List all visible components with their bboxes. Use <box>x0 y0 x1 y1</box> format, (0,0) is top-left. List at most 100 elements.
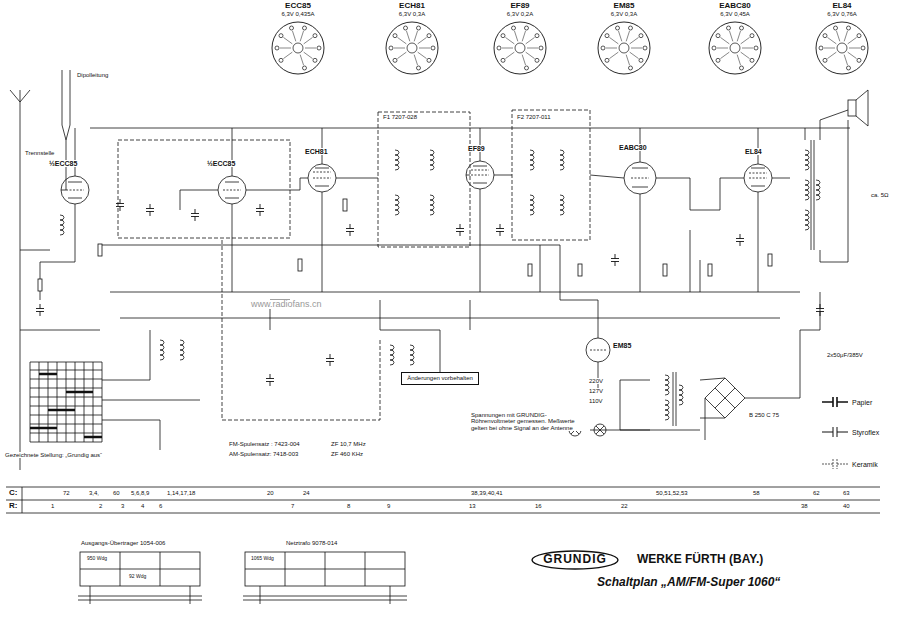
tube-pin <box>857 34 861 38</box>
capacitor-sample <box>822 396 848 408</box>
electrode-lead <box>304 38 313 44</box>
coil-set-note: AM-Spulensatz: 7418-003 <box>228 451 299 457</box>
electrode-lead <box>304 53 313 59</box>
electrode-lead <box>741 38 750 44</box>
electrode-lead <box>720 53 729 59</box>
tube-pin <box>535 59 539 63</box>
electrode-lead <box>406 31 409 41</box>
table-cell: 40 <box>842 503 851 509</box>
legend-text: Styroflex <box>852 429 879 436</box>
coil-symbol <box>60 215 64 235</box>
tube-pin <box>302 26 306 30</box>
capacitor-symbol <box>736 234 744 246</box>
table-cell: 63 <box>842 490 851 496</box>
coil-symbol <box>679 385 683 405</box>
resistor-symbol <box>343 199 347 211</box>
electrode-lead <box>283 53 292 59</box>
coil-set-note: FM-Spulensatz : 7423-004 <box>228 441 301 447</box>
electrode-lead <box>737 55 740 65</box>
electrode-lead <box>631 48 642 49</box>
heater-rating: 6,3V 0,76A <box>805 11 879 18</box>
tube-pin <box>275 46 279 50</box>
electrode-lead <box>527 48 538 49</box>
legend-item: Papier <box>822 396 872 408</box>
tube-base-circle <box>382 18 442 78</box>
tube-spigot <box>619 43 629 53</box>
tube-pin <box>535 34 539 38</box>
tube-pin <box>716 59 720 63</box>
tube-pin <box>539 46 543 50</box>
coil-symbol <box>395 150 399 170</box>
drawing-title: Schaltplan „AM/FM-Super 1060“ <box>596 576 781 589</box>
tube-label: ½ECC85 <box>206 160 236 167</box>
filter-can <box>512 110 590 240</box>
electrode-lead <box>630 53 639 59</box>
electrode-lead <box>844 31 847 41</box>
table-cell: 38 <box>800 503 809 509</box>
electrode-lead <box>720 38 729 44</box>
tube-pin <box>431 46 435 50</box>
rectifier-type: B 250 C 75 <box>748 412 780 418</box>
legend-text: Papier <box>852 399 872 406</box>
electrode-lead <box>737 31 740 41</box>
electrode-lead <box>505 53 514 59</box>
electrode-lead <box>618 31 621 41</box>
tube-pin <box>524 66 528 70</box>
table-cell: 3,4, <box>88 490 100 496</box>
electrode-lead <box>280 48 291 49</box>
electrode-lead <box>418 53 427 59</box>
electrode-lead <box>848 53 857 59</box>
tube-pin <box>605 59 609 63</box>
heater-rating: 6,3V 0,435A <box>261 11 335 18</box>
tube-pin <box>313 59 317 63</box>
coil-set-note: ZF 460 KHz <box>330 451 364 457</box>
electrode-lead <box>418 38 427 44</box>
table-cell: 24 <box>302 490 311 496</box>
tube-base-circle <box>594 18 654 78</box>
tube-pin <box>497 46 501 50</box>
table-cell: 1,14,17,18 <box>166 490 196 496</box>
voltage-note: Spannungen mit GRUNDIG-Röhrenvoltmeter g… <box>470 412 590 431</box>
impedance-value: ca. 5Ω <box>870 192 890 198</box>
electrode-lead <box>844 55 847 65</box>
tube-spigot <box>407 43 417 53</box>
mains-transformer-core <box>673 372 676 426</box>
tube-pin <box>712 46 716 50</box>
tube-cathodes <box>68 166 765 198</box>
electrode-lead <box>827 38 836 44</box>
electrode-lead <box>414 55 417 65</box>
capacitor-symbol <box>191 209 199 221</box>
tube-pin <box>279 34 283 38</box>
tube-pinout: ECC856,3V 0,435A <box>261 2 335 79</box>
tube-pin <box>846 26 850 30</box>
table-cell: 7 <box>290 503 295 509</box>
tube-pin <box>427 59 431 63</box>
table-cell: 62 <box>812 490 821 496</box>
coil-symbol <box>395 195 399 215</box>
electrode-lead <box>505 38 514 44</box>
tube-pin <box>846 66 850 70</box>
brand-logo: GRUNDIG <box>531 550 619 570</box>
coil-symbol <box>430 195 434 215</box>
tube-pinout: EM856,3V 0,3A <box>587 2 661 79</box>
speaker-cone <box>856 90 868 126</box>
coil-symbol <box>430 150 434 170</box>
coil-symbol <box>160 340 164 360</box>
electrode-lead <box>522 31 525 41</box>
tube-pin <box>739 66 743 70</box>
tube-pin <box>404 26 408 30</box>
electrode-lead <box>606 48 617 49</box>
tube-pin <box>639 34 643 38</box>
table-cell: 22 <box>620 503 629 509</box>
table-rules <box>6 487 880 513</box>
tube-pin <box>605 34 609 38</box>
table-cell: 20 <box>266 490 275 496</box>
electrode-lead <box>626 55 629 65</box>
tube-label: ½ECC85 <box>48 160 78 167</box>
coil-symbol <box>560 150 564 170</box>
tube-pin <box>834 26 838 30</box>
tube-pin <box>393 34 397 38</box>
table-cell: 60 <box>112 490 121 496</box>
tube-outline <box>709 22 761 74</box>
table-cell: 1 <box>50 503 55 509</box>
